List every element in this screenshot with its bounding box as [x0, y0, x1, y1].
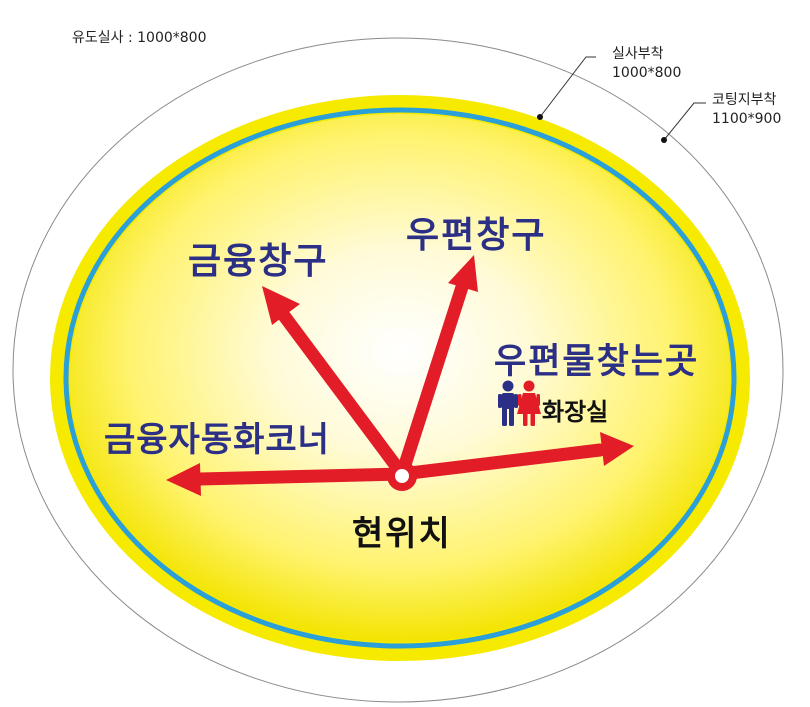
print-attach-size: 1000*800 — [612, 65, 682, 81]
inner-field — [70, 114, 730, 642]
arrow-head-postal-window — [448, 255, 478, 292]
dest-restroom: 화장실 — [542, 398, 609, 426]
coating-attach-leader — [663, 102, 706, 141]
arrow-shaft-restroom — [395, 443, 607, 481]
current-location-label: 현위치 — [352, 514, 452, 554]
arrow-head-atm-corner — [166, 463, 201, 496]
coating-attach-name: 코팅지부착 — [712, 92, 777, 108]
current-location-marker-center — [395, 469, 409, 483]
coating-attach-size: 1100*900 — [712, 111, 782, 127]
blue-ring — [63, 107, 737, 649]
arrow-shaft-postal-window — [395, 280, 469, 481]
arrow-shaft-atm-corner — [193, 467, 409, 486]
male-icon — [498, 380, 518, 426]
arrows — [166, 255, 634, 496]
dest-postal-lookup: 우편물찾는곳 — [494, 342, 700, 382]
dest-postal-window: 우편창구 — [406, 215, 547, 256]
print-attach-name: 실사부착 — [612, 46, 664, 62]
print-attach-leader — [539, 56, 596, 118]
arrow-head-restroom — [600, 432, 634, 466]
coating-attach-dot — [661, 137, 667, 143]
guide-print-label: 유도실사 : 1000*800 — [72, 30, 207, 46]
arrow-head-finance-window — [262, 286, 300, 325]
female-icon — [517, 380, 541, 426]
dest-finance-window: 금융창구 — [188, 241, 329, 282]
dest-atm-corner: 금융자동화코너 — [104, 420, 330, 460]
print-attach-dot — [537, 114, 543, 120]
arrow-shaft-finance-window — [275, 306, 409, 481]
